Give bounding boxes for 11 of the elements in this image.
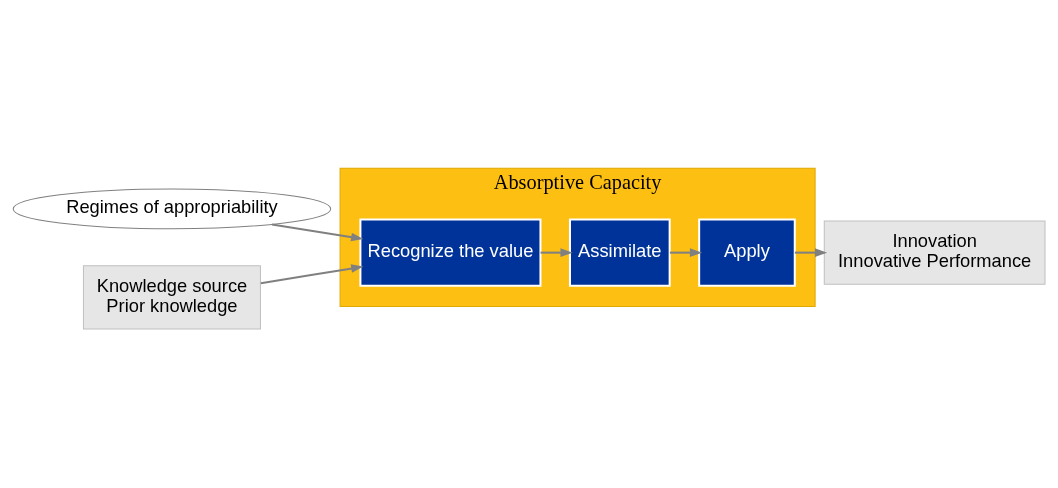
node-box: Recognize the value [359, 218, 542, 287]
arrow [794, 247, 828, 257]
node-ellipse: Regimes of appropriability [12, 187, 332, 229]
node-box: Apply [698, 218, 796, 287]
arrow [271, 223, 364, 241]
node-box: Innovation Innovative Performance [823, 220, 1046, 285]
node-box: Knowledge source Prior knowledge [82, 264, 261, 329]
arrow [540, 247, 573, 257]
node-box: Assimilate [568, 218, 671, 287]
arrow [260, 263, 364, 284]
arrow [669, 247, 703, 257]
